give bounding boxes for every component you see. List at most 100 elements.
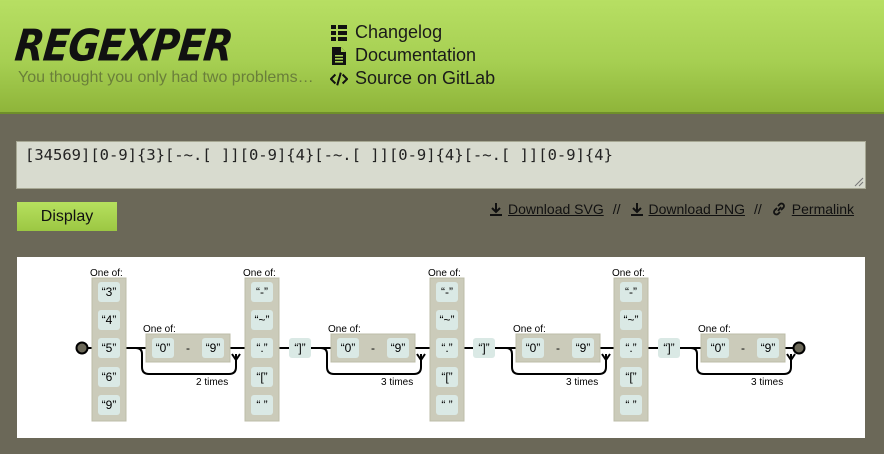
code-icon [330,70,348,88]
end-node [792,341,806,355]
nav-source-label: Source on GitLab [355,68,496,88]
sep-set-1-item-2: “.” [256,341,267,355]
sep-set-1-item-3-box [251,367,273,387]
sep-set-3-item-1: “~” [624,313,639,327]
bracket-literal-2: “]” [478,341,489,355]
digit-set-item-2-box [98,338,120,358]
range-group-1-from-box [152,338,174,358]
sep-set-2-item-2-box [436,338,458,358]
nav-changelog[interactable]: Changelog [330,21,495,44]
digit-set-item-0: “3” [102,285,117,299]
digit-set-one-of-label: One of: [90,268,123,279]
range-group-3-loop-arrow [601,353,611,362]
sep-set-3-item-0: “-” [625,285,637,299]
permalink-link[interactable]: Permalink [771,201,854,217]
sep-set-1-item-0-box [251,282,273,302]
sep-set-3-item-3: “[” [625,370,636,384]
download-png-link[interactable]: Download PNG [630,201,745,217]
sep-set-1-item-0: “-” [256,285,268,299]
nav-source[interactable]: Source on GitLab [330,67,495,90]
digit-set-item-3: “6” [102,370,117,384]
download-icon [489,202,503,216]
range-group-2-from: “0” [341,341,356,355]
range-group-3-from-box [522,338,544,358]
range-group-1-one-of-label: One of: [143,324,176,335]
sep-set-1-one-of-label: One of: [243,268,276,279]
sep-set-2-item-1: “~” [440,313,455,327]
range-group-3-repeat-label: 3 times [566,377,598,388]
nav-documentation[interactable]: Documentation [330,44,495,67]
sep-set-2-item-4: “ ” [441,398,452,412]
regex-input[interactable] [16,141,866,189]
range-group-1-loop [135,347,237,375]
digit-set-item-0-box [98,282,120,302]
bracket-literal-2-box [473,338,495,358]
range-group-2-loop [320,347,422,375]
link-icon [771,202,787,216]
range-group-1-loop-arrow [231,353,241,362]
range-group-3-dash: - [556,341,560,355]
digit-set-item-4: “9” [102,398,117,412]
bracket-literal-3: “]” [663,341,674,355]
sep-set-2-item-4-box [436,395,458,415]
sep-set-3-item-1-box [620,310,642,330]
sep-set-3-item-4: “ ” [625,398,636,412]
sep-set-2-item-1-box [436,310,458,330]
range-group-4-to-box [757,338,779,358]
range-group-4-from-box [707,338,729,358]
sep-set-3-item-3-box [620,367,642,387]
download-links: Download SVG // Download PNG // Permalin… [489,201,854,217]
sep-set-3-item-2: “.” [625,341,636,355]
railroad-diagram: One of: “3” “4” “5” “6” “9” One of: “0” - “9” 2 ti… [17,257,865,438]
range-group-3-to-box [572,338,594,358]
range-group-1-to: “9” [206,341,221,355]
sep-set-2-one-of-label: One of: [428,268,461,279]
railroad-svg: One of: “3” “4” “5” “6” “9” One of: “0” - “9” 2 ti… [75,268,806,422]
display-button[interactable]: Display [17,202,117,231]
digit-set-item-1: “4” [102,313,117,327]
range-group-4-to: “9” [761,341,776,355]
link-separator: // [612,201,621,217]
sep-set-2-item-0: “-” [441,285,453,299]
sep-set-2-item-3: “[” [441,370,452,384]
logo[interactable]: REGEXPER [12,20,235,71]
sep-set-3-item-0-box [620,282,642,302]
range-group-2-to: “9” [391,341,406,355]
range-group-2-dash: - [371,341,375,355]
range-group-3-to: “9” [576,341,591,355]
sep-set-3-one-of-label: One of: [612,268,645,279]
bracket-literal-1: “]” [294,341,305,355]
range-group-1-repeat-label: 2 times [196,377,228,388]
header: REGEXPER You thought you only had two pr… [0,0,884,114]
range-group-3-from: “0” [526,341,541,355]
range-group-2-loop-arrow [416,353,426,362]
range-group-4-from: “0” [711,341,726,355]
sep-set-1-item-1: “~” [255,313,270,327]
download-svg-link[interactable]: Download SVG [489,201,604,217]
range-group-4-loop [690,347,792,375]
range-group-2-one-of-label: One of: [328,324,361,335]
link-separator: // [754,201,762,217]
nav-changelog-label: Changelog [355,22,443,42]
download-icon [630,202,644,216]
sep-set-1-item-3: “[” [256,370,267,384]
nav: Changelog Documentation Source on GitLab [330,21,495,90]
range-group-4-repeat-label: 3 times [751,377,783,388]
range-group-3-loop [505,347,607,375]
digit-set-item-4-box [98,395,120,415]
digit-set-item-2: “5” [102,341,117,355]
range-group-3-one-of-label: One of: [513,324,546,335]
range-group-4-dash: - [741,341,745,355]
sep-set-1-item-4-box [251,395,273,415]
start-node [75,341,89,355]
range-group-1-dash: - [186,341,190,355]
tagline: You thought you only had two problems… [18,69,314,86]
sep-set-3-item-2-box [620,338,642,358]
range-group-4-loop-arrow [786,353,796,362]
bracket-literal-3-box [658,338,680,358]
sep-set-1-item-4: “ ” [256,398,267,412]
sep-set-1-item-2-box [251,338,273,358]
resize-grip-icon[interactable] [852,175,864,187]
sep-set-2-item-2: “.” [441,341,452,355]
download-svg-label: Download SVG [508,201,604,217]
